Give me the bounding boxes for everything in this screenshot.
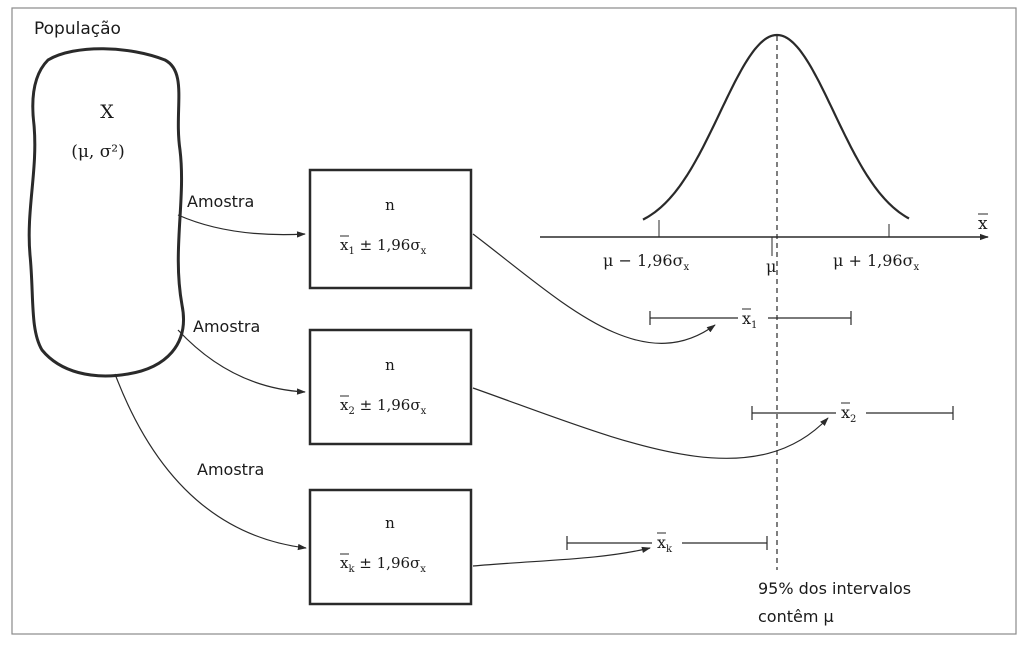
box-arrow-3	[472, 546, 651, 567]
sample-interval-formula: x2 ± 1,96σx	[340, 396, 427, 417]
sample-arrow-1	[177, 214, 306, 238]
box-arrow-1	[472, 233, 716, 344]
sample-box-3: n xk ± 1,96σx	[308, 488, 473, 606]
sample-n: n	[385, 514, 395, 532]
sample-label-2: Amostra	[193, 317, 260, 336]
sample-box-1: n x1 ± 1,96σx	[308, 168, 473, 290]
upper-bound-label: μ + 1,96σx	[833, 251, 920, 273]
sample-arrow-2	[177, 329, 306, 395]
interval-3-label: xk	[657, 533, 673, 555]
coverage-note-line2: contêm μ	[758, 607, 834, 626]
sample-label-3: Amostra	[197, 460, 264, 479]
interval-3: xk	[566, 531, 768, 555]
lower-bound-label: μ − 1,96σx	[603, 251, 690, 273]
population-params: (μ, σ²)	[71, 142, 125, 162]
sample-interval-formula: xk ± 1,96σx	[340, 554, 426, 575]
interval-1-label: x1	[742, 309, 757, 331]
interval-2: x2	[751, 401, 954, 425]
normal-curve	[642, 33, 910, 221]
population-title: População	[34, 19, 121, 39]
sample-label-1: Amostra	[187, 192, 254, 211]
population-blob	[27, 47, 185, 378]
interval-1: x1	[649, 306, 852, 331]
box-arrow-2	[472, 387, 829, 459]
sample-arrow-3	[114, 373, 307, 551]
interval-2-label: x2	[841, 403, 856, 425]
sample-box-2: n x2 ± 1,96σx	[308, 328, 473, 446]
sample-interval-formula: x1 ± 1,96σx	[340, 236, 427, 257]
x-axis-label: x	[978, 214, 988, 234]
mean-label: μ	[766, 257, 776, 276]
coverage-note-line1: 95% dos intervalos	[758, 579, 911, 598]
population-variable: X	[100, 101, 114, 123]
sample-n: n	[385, 196, 395, 214]
sample-n: n	[385, 356, 395, 374]
diagram-frame	[11, 7, 1017, 635]
